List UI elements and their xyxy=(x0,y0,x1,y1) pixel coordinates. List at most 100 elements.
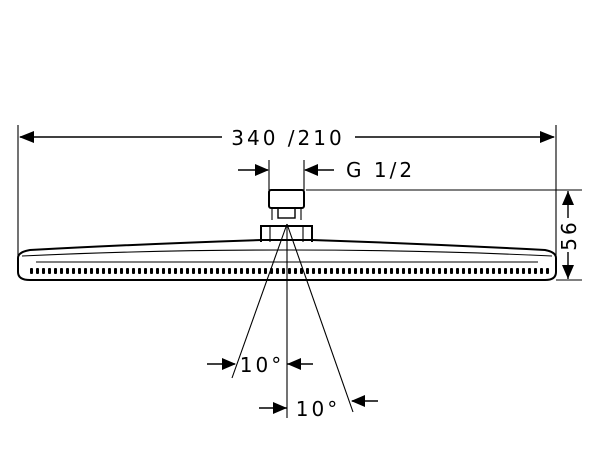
nozzle xyxy=(234,268,237,274)
nozzle xyxy=(318,268,321,274)
head-outline xyxy=(17,239,557,281)
nozzle xyxy=(534,268,537,274)
height-label: 56 xyxy=(557,219,581,250)
nozzle xyxy=(480,268,483,274)
nozzle xyxy=(252,268,255,274)
angle-right-arrow-inner xyxy=(273,402,287,414)
nozzle xyxy=(372,268,375,274)
nozzle xyxy=(330,268,333,274)
nozzle xyxy=(450,268,453,274)
nozzle xyxy=(36,268,39,274)
nozzle xyxy=(120,268,123,274)
nozzle xyxy=(300,268,303,274)
height-label-gap xyxy=(558,218,578,252)
nozzle xyxy=(156,268,159,274)
nozzle xyxy=(468,268,471,274)
nozzle xyxy=(444,268,447,274)
angle-right-arrow-outer xyxy=(351,395,365,407)
nozzle xyxy=(138,268,141,274)
nozzle xyxy=(516,268,519,274)
nozzle xyxy=(126,268,129,274)
nozzle xyxy=(498,268,501,274)
nozzle xyxy=(456,268,459,274)
nozzle xyxy=(546,268,549,274)
nozzle xyxy=(426,268,429,274)
nozzle xyxy=(360,268,363,274)
nozzle xyxy=(204,268,207,274)
width-label: 340 /210 xyxy=(231,126,344,150)
nozzle xyxy=(408,268,411,274)
height-arrow-bottom xyxy=(562,265,574,279)
nozzle xyxy=(420,268,423,274)
angle-left-arrow-outer xyxy=(222,358,236,370)
nozzle xyxy=(114,268,117,274)
nozzle xyxy=(294,268,297,274)
nozzle xyxy=(354,268,357,274)
nozzle xyxy=(312,268,315,274)
nozzle xyxy=(144,268,147,274)
nozzle xyxy=(540,268,543,274)
nozzle xyxy=(42,268,45,274)
nozzle xyxy=(378,268,381,274)
nozzle xyxy=(66,268,69,274)
nozzle xyxy=(402,268,405,274)
connector-nut xyxy=(268,189,305,209)
nozzle xyxy=(72,268,75,274)
nozzle xyxy=(174,268,177,274)
connection-arrow-left xyxy=(255,164,269,176)
nozzle xyxy=(348,268,351,274)
height-dimension: 56 xyxy=(306,189,582,281)
angle-line-right xyxy=(286,223,354,413)
nozzle xyxy=(474,268,477,274)
connection-label: G 1/2 xyxy=(346,158,415,182)
nozzle xyxy=(324,268,327,274)
nozzle xyxy=(228,268,231,274)
angle-dimensions: 10° 10° xyxy=(207,223,378,421)
nozzle xyxy=(78,268,81,274)
nozzle xyxy=(168,268,171,274)
nozzle xyxy=(84,268,87,274)
nozzle xyxy=(102,268,105,274)
nozzle xyxy=(150,268,153,274)
nozzle xyxy=(132,268,135,274)
nozzle xyxy=(276,268,279,274)
nozzle-row xyxy=(30,268,549,274)
width-arrow-right xyxy=(540,131,555,143)
width-arrow-left xyxy=(19,131,34,143)
nozzle xyxy=(522,268,525,274)
ball-joint xyxy=(277,207,296,219)
nozzle xyxy=(186,268,189,274)
nozzle xyxy=(438,268,441,274)
angle-left-label: 10° xyxy=(240,353,284,377)
nozzle xyxy=(54,268,57,274)
height-arrow-top xyxy=(562,191,574,205)
nozzle xyxy=(510,268,513,274)
nozzle xyxy=(198,268,201,274)
nozzle xyxy=(342,268,345,274)
nozzle xyxy=(60,268,63,274)
nozzle xyxy=(366,268,369,274)
nozzle xyxy=(240,268,243,274)
nozzle xyxy=(492,268,495,274)
angle-left-arrow-inner xyxy=(287,358,301,370)
angle-right-label: 10° xyxy=(296,397,340,421)
nozzle xyxy=(414,268,417,274)
nozzle xyxy=(192,268,195,274)
nozzle xyxy=(216,268,219,274)
nozzle xyxy=(504,268,507,274)
connection-dimension: G 1/2 xyxy=(238,158,415,190)
nozzle xyxy=(96,268,99,274)
nozzle xyxy=(336,268,339,274)
nozzle xyxy=(432,268,435,274)
nozzle xyxy=(258,268,261,274)
nozzle xyxy=(390,268,393,274)
nozzle xyxy=(306,268,309,274)
width-dimension: 340 /210 xyxy=(17,125,557,258)
nozzle xyxy=(222,268,225,274)
angle-line-left xyxy=(231,223,288,379)
nozzle xyxy=(90,268,93,274)
nozzle xyxy=(288,268,291,274)
nozzle xyxy=(486,268,489,274)
nozzle xyxy=(48,268,51,274)
